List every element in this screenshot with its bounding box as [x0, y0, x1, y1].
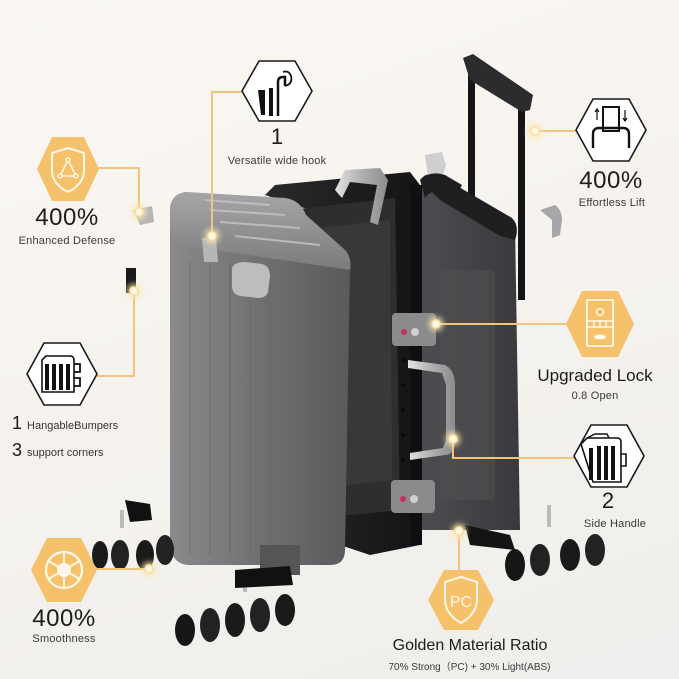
lift-label: Effortless Lift: [578, 197, 646, 209]
shield-triangle-icon: [36, 136, 100, 202]
corner-count: 3: [12, 440, 23, 460]
defense-value: 400%: [35, 204, 99, 231]
bumper-row-1: 1 HangableBumpers: [12, 413, 118, 434]
callout-line-defense-v: [138, 167, 140, 212]
bumper-row-2: 3 support corners: [12, 440, 103, 461]
callout-dot-wheel: [144, 564, 154, 574]
tsa-lock-icon: [565, 290, 635, 358]
smoothness-value: 400%: [32, 605, 96, 632]
callout-dot-material: [454, 526, 464, 536]
callout-line-defense: [97, 167, 139, 169]
callout-line-lock: [434, 323, 566, 325]
wheel-icon: [30, 537, 98, 603]
callout-line-lift: [535, 130, 577, 132]
pc-badge: PC: [450, 594, 472, 611]
trolley-handle-icon: [575, 98, 647, 162]
trolley-handle: [463, 54, 533, 300]
front-shell: [170, 192, 351, 575]
callout-dot-bumper: [129, 286, 139, 296]
callout-line-hook-v: [211, 91, 213, 236]
callout-dot-handle: [448, 434, 458, 444]
lock-title: Upgraded Lock: [537, 366, 653, 385]
bumper-text: HangableBumpers: [27, 420, 119, 432]
callout-line-wheel: [96, 568, 148, 570]
callout-line-bumper-v: [133, 292, 135, 376]
side-handle-count: 2: [601, 488, 615, 513]
side-handle-label: Side Handle: [583, 518, 647, 530]
material-title: Golden Material Ratio: [392, 637, 548, 654]
callout-dot-lift: [530, 126, 540, 136]
callout-line-handle-h: [452, 457, 576, 459]
callout-line-handle-v: [452, 437, 454, 459]
bumper-strip-loose: [126, 268, 136, 293]
side-handle-icon: [573, 424, 645, 488]
callout-dot-lock: [431, 319, 441, 329]
back-shell: [420, 173, 520, 530]
bumper-count: 1: [12, 413, 23, 433]
wheels: [92, 500, 605, 646]
bumper-icon: [26, 342, 98, 406]
hook-icon: [241, 60, 313, 122]
smoothness-label: Smoothness: [32, 633, 96, 645]
corner-guard-loose: [425, 152, 446, 178]
material-label: 70% Strong（PC) + 30% Light(ABS): [388, 662, 551, 673]
callout-line-hook-h: [211, 91, 243, 93]
hook-count: 1: [270, 124, 284, 149]
corner-text: support corners: [27, 447, 104, 459]
lock-label: 0.8 Open: [571, 390, 619, 402]
lift-value: 400%: [579, 167, 643, 194]
pc-shield-icon: PC: [427, 569, 495, 631]
bumper-bracket-loose: [540, 205, 562, 238]
callout-dot-defense: [134, 207, 144, 217]
callout-line-material: [458, 530, 460, 570]
callout-dot-hook: [207, 231, 217, 241]
callout-line-bumper-h: [97, 375, 135, 377]
hook-label: Versatile wide hook: [227, 155, 327, 167]
defense-label: Enhanced Defense: [18, 235, 116, 247]
